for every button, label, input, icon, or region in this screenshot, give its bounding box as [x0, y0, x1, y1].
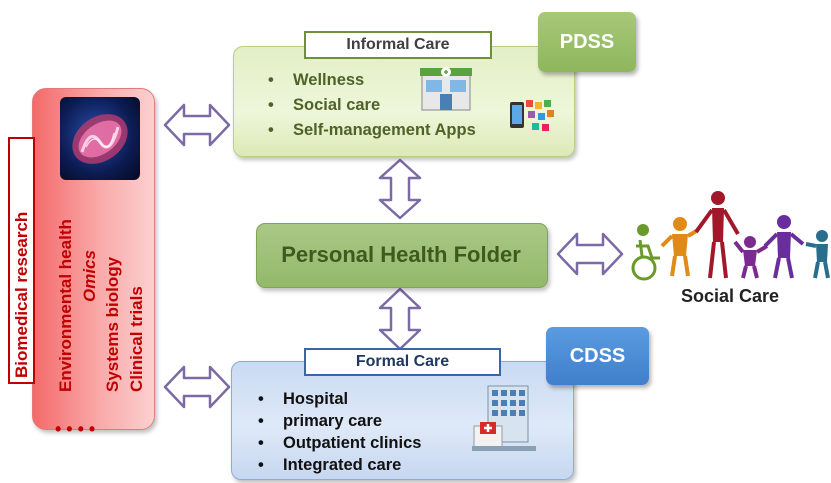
social-care-label: Social Care — [680, 286, 780, 306]
double-arrow-icon — [163, 103, 231, 147]
formal-care-title: Formal Care — [304, 348, 501, 376]
research-item: Systems biology — [103, 256, 122, 392]
list-item: •Social care — [268, 96, 381, 114]
list-item: •Integrated care — [258, 456, 402, 474]
pharmacy-building-icon — [420, 67, 472, 111]
social-care-people-icon — [631, 191, 830, 281]
pdss-badge: PDSS — [538, 12, 636, 72]
research-item: Clinical trials — [127, 286, 146, 392]
research-label-box: Biomedical research — [8, 137, 35, 384]
double-arrow-icon — [556, 232, 624, 276]
research-item: Environmental health — [56, 219, 75, 392]
list-item: •primary care — [258, 412, 383, 430]
personal-health-folder-box — [256, 223, 548, 288]
apps-phone-icon — [510, 100, 554, 131]
mitochondrion-image — [60, 97, 140, 180]
double-arrow-icon — [163, 365, 231, 409]
research-item-ellipsis: • • • • — [55, 419, 96, 439]
informal-care-title: Informal Care — [304, 31, 492, 59]
list-item: •Wellness — [268, 71, 365, 89]
vertical-double-arrow-icon — [378, 287, 422, 351]
personal-health-folder-label: Personal Health Folder — [281, 242, 521, 267]
hospital-building-icon — [472, 385, 536, 451]
vertical-double-arrow-icon — [378, 158, 422, 220]
research-item: Omics — [80, 250, 99, 302]
list-item: •Self-management Apps — [268, 121, 476, 139]
research-label: Biomedical research — [12, 211, 31, 378]
formal-care-list: •Hospital •primary care •Outpatient clin… — [255, 388, 421, 476]
list-item: •Hospital — [258, 390, 349, 408]
list-item: •Outpatient clinics — [258, 434, 422, 452]
cdss-badge: CDSS — [546, 327, 649, 385]
informal-care-list: •Wellness •Social care •Self-management … — [265, 68, 476, 143]
